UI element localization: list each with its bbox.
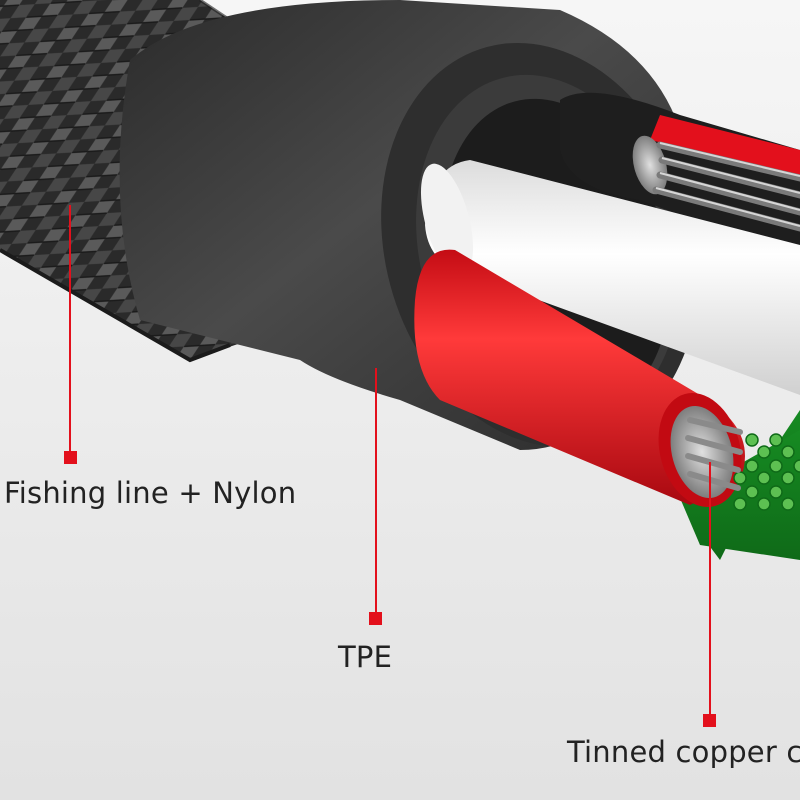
callout-braid-leader (64, 205, 77, 464)
white-wire (420, 160, 800, 395)
red-square-marker-icon (369, 612, 382, 625)
black-wire (560, 92, 800, 261)
conductor-callout-label: Tinned copper c (567, 735, 800, 769)
callout-conductor-leader (703, 462, 716, 727)
red-square-marker-icon (64, 451, 77, 464)
red-green-wire (414, 249, 800, 560)
red-square-marker-icon (703, 714, 716, 727)
jacket-callout-label: TPE (338, 640, 393, 674)
braid-callout-label: Fishing line + Nylon (4, 476, 297, 510)
callout-tpe-leader (369, 368, 382, 625)
